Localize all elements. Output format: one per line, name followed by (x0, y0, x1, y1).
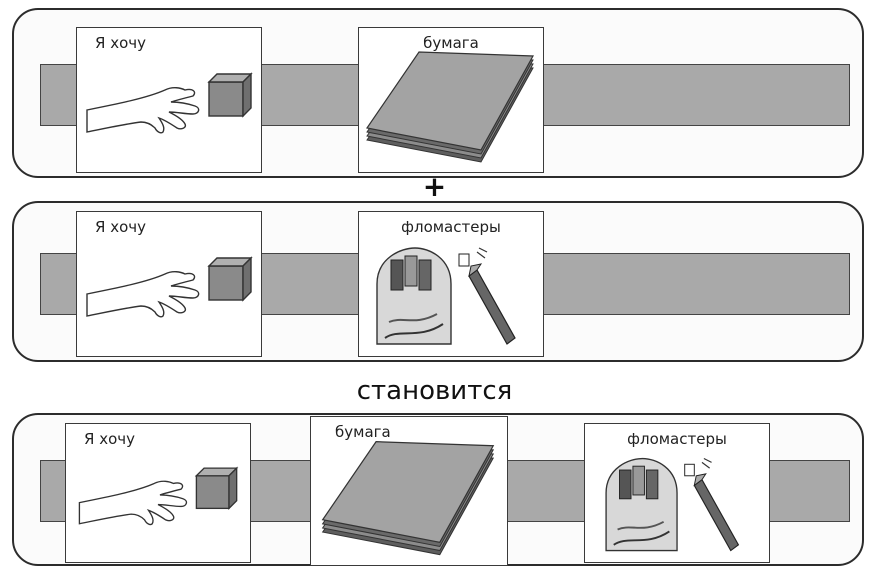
card-markers: фломастеры (584, 423, 770, 563)
card-i-want: Я хочу (76, 27, 262, 173)
sentence-strip-1: Я хочу бумага (12, 8, 864, 178)
markers-icon (585, 424, 770, 563)
want-hand-icon (77, 212, 262, 357)
becomes-label: становится (0, 376, 869, 406)
sentence-strip-2: Я хочу фломастеры (12, 201, 864, 362)
plus-sign: + (0, 170, 869, 203)
want-hand-icon (66, 424, 251, 563)
card-paper: бумага (310, 416, 508, 566)
want-hand-icon (77, 28, 262, 173)
paper-stack-icon (359, 28, 544, 173)
paper-stack-icon (311, 417, 508, 566)
card-i-want: Я хочу (65, 423, 251, 563)
card-i-want: Я хочу (76, 211, 262, 357)
markers-icon (359, 212, 544, 357)
card-markers: фломастеры (358, 211, 544, 357)
card-paper: бумага (358, 27, 544, 173)
sentence-strip-3: Я хочу бумага фломастеры (12, 413, 864, 566)
